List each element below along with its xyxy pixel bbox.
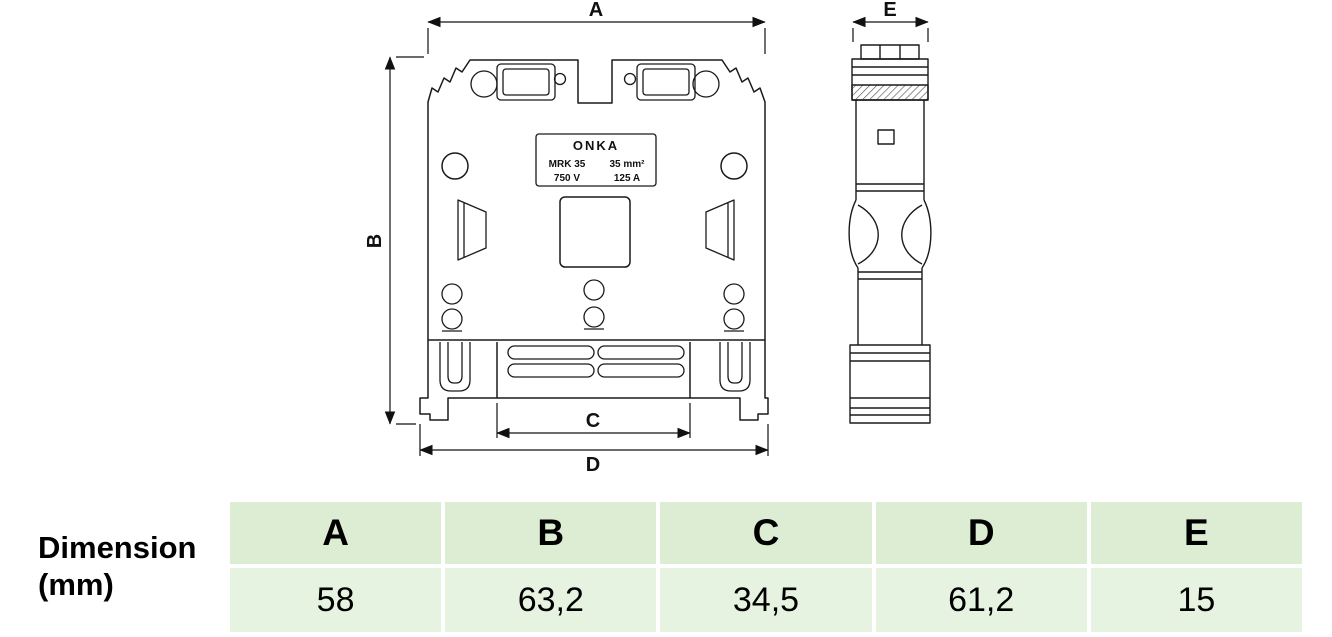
table-col-header-a: A [230,502,442,564]
left-hole [441,152,469,180]
table-row-header-line1: Dimension [38,530,197,566]
section-text: 35 mm² [609,159,645,170]
small-holes [441,279,745,332]
side-clamp-curve-2 [901,204,923,265]
side-clamp-right [921,199,932,269]
side-clamp-left [848,199,859,269]
side-bottom-block [849,344,931,424]
side-top-cap [860,44,920,60]
dim-a: A [427,0,766,54]
table-value-c: 34,5 [660,568,872,632]
dim-d: D [419,424,769,476]
dim-e-label: E [883,0,896,21]
side-clamp-curve-1 [857,204,879,265]
side-view [848,44,932,424]
side-hatch-band [851,84,929,101]
left-foot-channel [439,342,471,392]
table-col-header-d: D [875,502,1087,564]
front-body-outline [419,59,769,421]
table-value-e: 15 [1090,568,1302,632]
left-clamp [470,63,567,101]
dim-e: E [852,0,929,42]
dim-c: C [496,403,691,439]
table-row-header: Dimension (mm) [30,502,226,632]
table-col-header-c: C [660,502,872,564]
current-text: 125 A [614,173,640,184]
table-value-d: 61,2 [875,568,1087,632]
table-col-header-b: B [445,502,657,564]
brand-logo-text: ONKA [573,138,619,153]
technical-drawing: ONKA MRK 35 35 mm² 750 V 125 A [364,0,932,476]
front-view: ONKA MRK 35 35 mm² 750 V 125 A [419,59,769,421]
dim-d-label: D [586,454,600,476]
center-square-opening [559,196,631,268]
dimension-annotations: A E B C D [364,0,929,476]
side-small-square [877,129,895,145]
right-wedge [705,199,735,261]
din-slots [507,345,685,378]
right-foot-channel [719,342,751,392]
dim-c-label: C [586,410,600,432]
dimension-table: Dimension (mm) A B C D E 58 63,2 34,5 61… [30,502,1302,632]
voltage-text: 750 V [554,173,580,184]
right-hole [720,152,748,180]
table-row-header-line2: (mm) [38,567,114,602]
nameplate [535,133,657,187]
table-col-header-e: E [1090,502,1302,564]
dim-b-label: B [364,234,386,248]
right-clamp [623,63,720,101]
left-wedge [457,199,487,261]
table-value-a: 58 [230,568,442,632]
dim-a-label: A [589,0,603,21]
dim-b: B [364,56,424,425]
model-text: MRK 35 [549,159,586,170]
table-value-b: 63,2 [445,568,657,632]
